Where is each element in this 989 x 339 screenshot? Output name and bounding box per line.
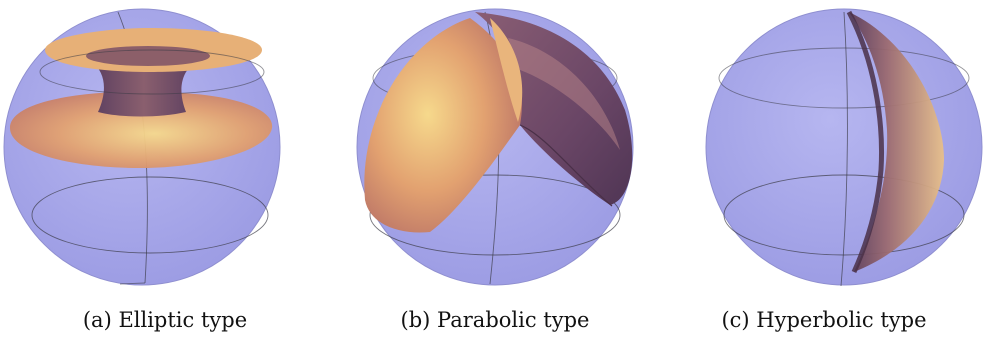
elliptic-surface-neck bbox=[92, 62, 196, 117]
wire-circle-top bbox=[718, 47, 970, 109]
parabolic-surface-right-sheen bbox=[508, 38, 620, 150]
wire-meridian-2 bbox=[119, 282, 146, 285]
caption-hyperbolic: (c) Hyperbolic type bbox=[721, 308, 927, 332]
wire-circle-top bbox=[39, 49, 265, 95]
caption-parabolic: (b) Parabolic type bbox=[400, 308, 590, 332]
hyperbolic-edge bbox=[846, 10, 884, 274]
panel-hyperbolic: (c) Hyperbolic type bbox=[659, 0, 989, 339]
wire-circle-bottom bbox=[723, 174, 965, 256]
panel-elliptic: (a) Elliptic type bbox=[0, 0, 330, 339]
parabolic-surface-left bbox=[364, 18, 523, 233]
hyperbolic-figure bbox=[705, 8, 983, 287]
hyperbolic-surface bbox=[849, 12, 944, 272]
wire-circle-bottom bbox=[31, 176, 269, 254]
parabolic-edge bbox=[519, 124, 613, 207]
parabolic-figure bbox=[356, 8, 634, 286]
panel-parabolic: (b) Parabolic type bbox=[330, 0, 660, 339]
parabolic-fold bbox=[490, 18, 523, 122]
wire-meridian bbox=[840, 11, 848, 287]
wire-circle-bottom bbox=[369, 174, 621, 256]
elliptic-upper-inner bbox=[86, 46, 210, 66]
caption-elliptic: (a) Elliptic type bbox=[82, 308, 248, 332]
elliptic-surface-lower bbox=[10, 91, 273, 168]
elliptic-figure bbox=[3, 8, 281, 286]
